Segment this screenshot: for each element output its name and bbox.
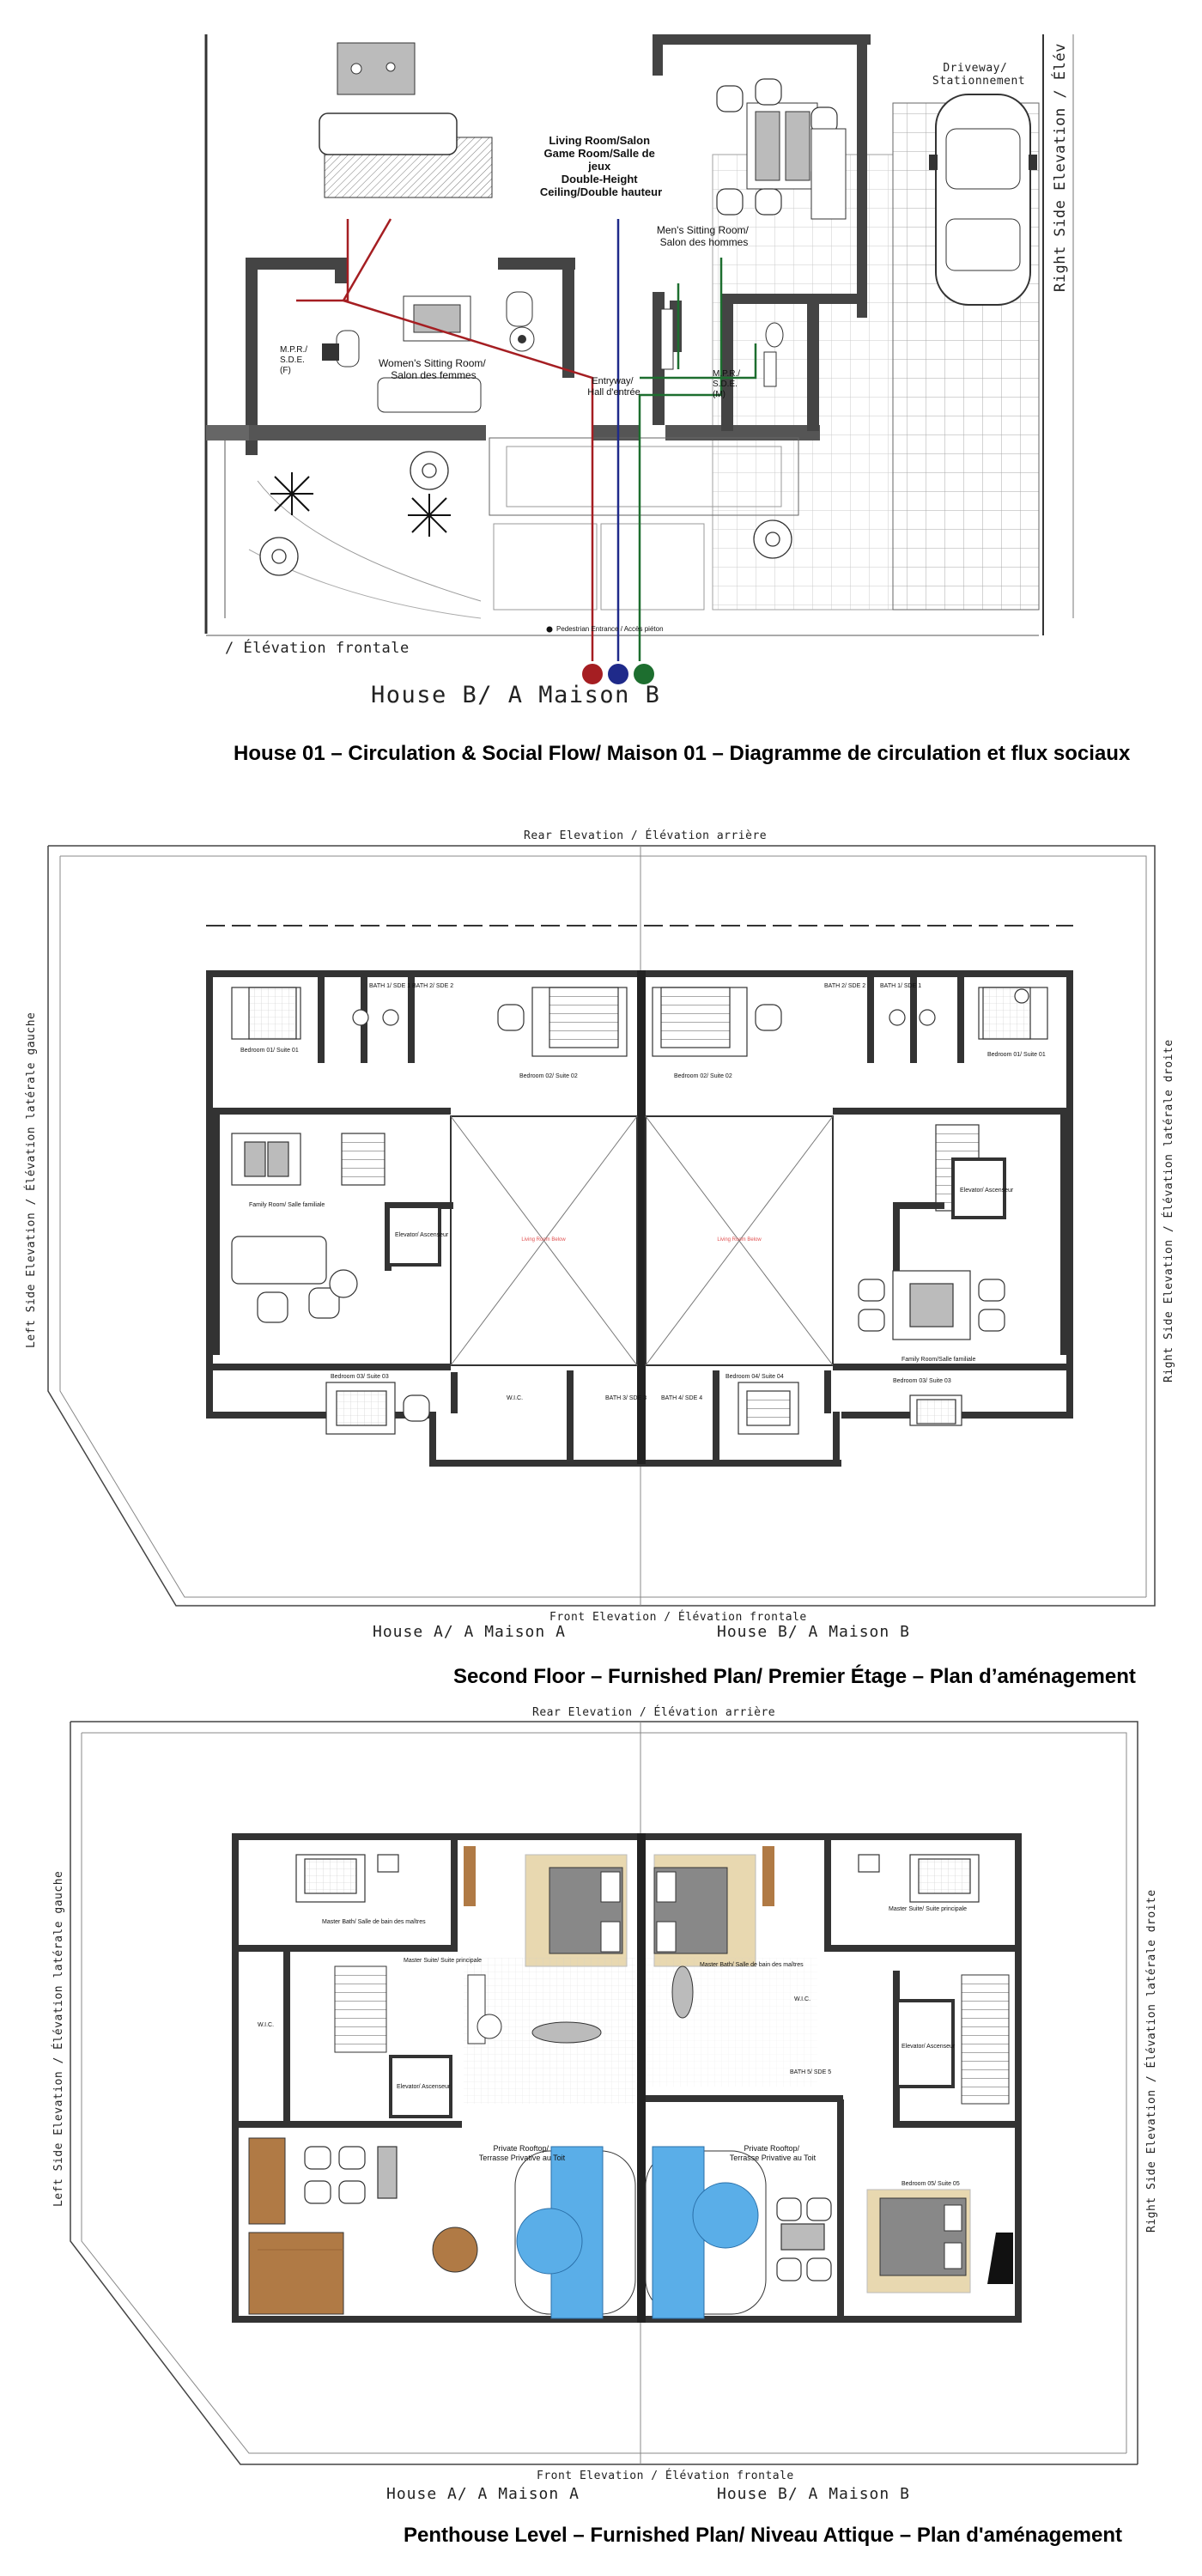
s2-bath4-b-label: BATH 4/ SDE 4: [661, 1395, 702, 1401]
s2-family-b-label: Family Room/Salle familiale: [902, 1357, 975, 1363]
svg-text:M.P.R./ S.D.E. (M): M.P.R./ S.D.E. (M): [713, 369, 743, 399]
s3-house-a-label: House A/ A Maison A: [386, 2485, 580, 2503]
s3-right-elevation: Right Side Elevation / Élévation latéral…: [1144, 1889, 1158, 2233]
s3-bed05-b-label: Bedroom 05/ Suite 05: [902, 2181, 960, 2187]
s3-rooftop-a-label-2: Terrasse Privative au Toit: [479, 2154, 566, 2162]
women-flow-line: [296, 218, 594, 661]
s2-bath2-b-label: BATH 2/ SDE 2: [824, 983, 865, 989]
s3-left-elevation: Left Side Elevation / Élévation latérale…: [52, 1871, 65, 2207]
s3-rooftop-b-label-1: Private Rooftop/: [744, 2144, 799, 2153]
s2-wic-a-label: W.I.C.: [507, 1395, 523, 1401]
driveway-label-1: Driveway/: [943, 62, 1007, 75]
s2-rear-elevation: Rear Elevation / Élévation arrière: [524, 829, 767, 842]
s2-bath1-b-label: BATH 1/ SDE 1: [880, 983, 921, 989]
s3-bath5-b-label: BATH 5/ SDE 5: [790, 2069, 831, 2075]
s2-bath1-a-label: BATH 1/ SDE 1: [369, 983, 410, 989]
s2-bed03-a-label: Bedroom 03/ Suite 03: [331, 1374, 389, 1380]
s3-elevator-b-label: Elevator/ Ascenseur: [902, 2044, 956, 2050]
women-flow-node: [582, 664, 603, 684]
section-2-second-floor-plan: Living Room Below Living Room Below: [24, 829, 1175, 1688]
car-icon: [929, 94, 1037, 306]
s3-master-suite-b-label: Master Suite/ Suite principale: [889, 1906, 967, 1912]
s2-bed02-a-label: Bedroom 02/ Suite 02: [519, 1073, 578, 1079]
caption-2: Second Floor – Furnished Plan/ Premier É…: [453, 1664, 1136, 1688]
svg-text:Living Room/Salon Game R: Living Room/Salon Game Room/Salle de jeu…: [540, 134, 662, 198]
svg-text:Bedroom 01/ Suite 01: Bedroom 01/ Suite 01: [240, 1048, 299, 1054]
mens-room-label-2: Salon des hommes: [660, 236, 749, 248]
pool-b: [645, 2146, 767, 2319]
mpr-m-label-1: M.P.R./: [713, 369, 740, 379]
womens-room-label-2: Salon des femmes: [391, 369, 476, 381]
s2-front-elevation: Front Elevation / Élévation frontale: [549, 1610, 807, 1624]
s2-right-elevation: Right Side Elevation / Élévation latéral…: [1162, 1039, 1175, 1382]
men-flow-line: [638, 258, 757, 661]
men-flow-node: [634, 664, 654, 684]
s2-house-a-label: House A/ A Maison A: [373, 1623, 566, 1641]
front-elevation-label-1: / Élévation frontale: [225, 638, 410, 657]
s2-elevator-b-label: Elevator/ Ascenseur: [960, 1188, 1014, 1194]
living-flow-node: [608, 664, 628, 684]
living-room-label-4: Double-Height: [562, 173, 638, 185]
living-room-label-2: Game Room/Salle de: [544, 147, 655, 160]
mpr-f-label-1: M.P.R./: [280, 345, 307, 355]
s3-rooftop-b-label-2: Terrasse Privative au Toit: [730, 2154, 817, 2162]
section-3-penthouse-plan: Master Bath/ Salle de bain des maîtres M…: [52, 1705, 1158, 2547]
s3-master-bath-b-label: Master Bath/ Salle de bain des maîtres: [700, 1962, 804, 1968]
s3-wic-b-label: W.I.C.: [794, 1996, 810, 2002]
s2-bath3-a-label: BATH 3/ SDE 3: [605, 1395, 647, 1401]
s3-front-elevation: Front Elevation / Élévation frontale: [537, 2469, 794, 2482]
s2-family-a-label: Family Room/ Salle familiale: [249, 1202, 325, 1208]
house-b-label-1: House B/ A Maison B: [371, 682, 660, 708]
mpr-f-label-2: S.D.E.: [280, 355, 305, 365]
svg-text:M.P.R./ S.D.E. (F): M.P.R./ S.D.E. (F): [280, 345, 310, 375]
pool-a: [514, 2146, 636, 2319]
svg-text:Private Rooftop/ Terrass: Private Rooftop/ Terrasse Privative au T…: [479, 2144, 566, 2162]
s3-wic-a-label: W.I.C.: [258, 2022, 274, 2028]
s3-master-bath-a-label: Master Bath/ Salle de bain des maîtres: [322, 1919, 426, 1925]
mpr-f-label-3: (F): [280, 366, 291, 375]
s3-master-suite-a-label: Master Suite/ Suite principale: [404, 1958, 482, 1964]
caption-3: Penthouse Level – Furnished Plan/ Niveau…: [404, 2524, 1122, 2547]
caption-1: House 01 – Circulation & Social Flow/ Ma…: [234, 742, 1131, 765]
entryway-label-2: Hall d'entrée: [587, 387, 640, 398]
svg-text:Private Rooftop/ Terrass: Private Rooftop/ Terrasse Privative au T…: [730, 2144, 817, 2162]
s2-house-b-label: House B/ A Maison B: [717, 1623, 910, 1641]
s3-rear-elevation: Rear Elevation / Élévation arrière: [532, 1705, 775, 1719]
svg-text:Driveway/ Stationnement: Driveway/ Stationnement: [932, 62, 1025, 88]
womens-room-label-1: Women's Sitting Room/: [379, 357, 486, 369]
right-elevation-label-1: Right Side Elevation / Élév: [1050, 43, 1069, 292]
section-1-circulation-plan: Living Room/Salon Game Room/Salle de jeu…: [204, 34, 1131, 765]
s2-bed01-b-label: Bedroom 01/ Suite 01: [987, 1052, 1046, 1058]
entryway-label-1: Entryway/: [592, 376, 634, 386]
plant-icon: [270, 472, 451, 537]
s3-elevator-a-label: Elevator/ Ascenseur: [397, 2084, 451, 2090]
living-room-label-3: jeux: [587, 160, 611, 173]
s2-bed01-a-label: Bedroom 01/ Suite 01: [240, 1048, 299, 1054]
s2-bed03-b-label: Bedroom 03/ Suite 03: [893, 1378, 951, 1384]
s2-left-elevation: Left Side Elevation / Élévation latérale…: [24, 1012, 38, 1348]
s2-bed04-b-label: Bedroom 04/ Suite 04: [725, 1374, 784, 1380]
svg-text:Entryway/ Hall d'entrée: Entryway/ Hall d'entrée: [587, 376, 640, 398]
pedestrian-entrance-label: Pedestrian Entrance / Accès piéton: [556, 625, 664, 633]
open-to-below-a: Living Room Below: [521, 1237, 566, 1242]
living-room-label-5: Ceiling/Double hauteur: [540, 185, 662, 198]
living-room-label-1: Living Room/Salon: [549, 134, 650, 147]
mpr-m-label-3: (M): [713, 390, 725, 399]
svg-text:Men's Sitting Room/ Salo: Men's Sitting Room/ Salon des hommes: [657, 224, 751, 248]
mpr-m-label-2: S.D.E.: [713, 380, 738, 389]
driveway-label-2: Stationnement: [932, 75, 1025, 88]
s2-bath2-a-label: BATH 2/ SDE 2: [412, 983, 453, 989]
s2-elevator-a-label: Elevator/ Ascenseur: [395, 1232, 449, 1238]
svg-text:Women's Sitting Room/ Sa: Women's Sitting Room/ Salon des femmes: [379, 357, 489, 381]
mens-room-label-1: Men's Sitting Room/: [657, 224, 750, 236]
open-to-below-b: Living Room Below: [717, 1237, 762, 1242]
s2-bed02-b-label: Bedroom 02/ Suite 02: [674, 1073, 732, 1079]
s3-rooftop-a-label-1: Private Rooftop/: [493, 2144, 549, 2153]
s3-house-b-label: House B/ A Maison B: [717, 2485, 910, 2503]
